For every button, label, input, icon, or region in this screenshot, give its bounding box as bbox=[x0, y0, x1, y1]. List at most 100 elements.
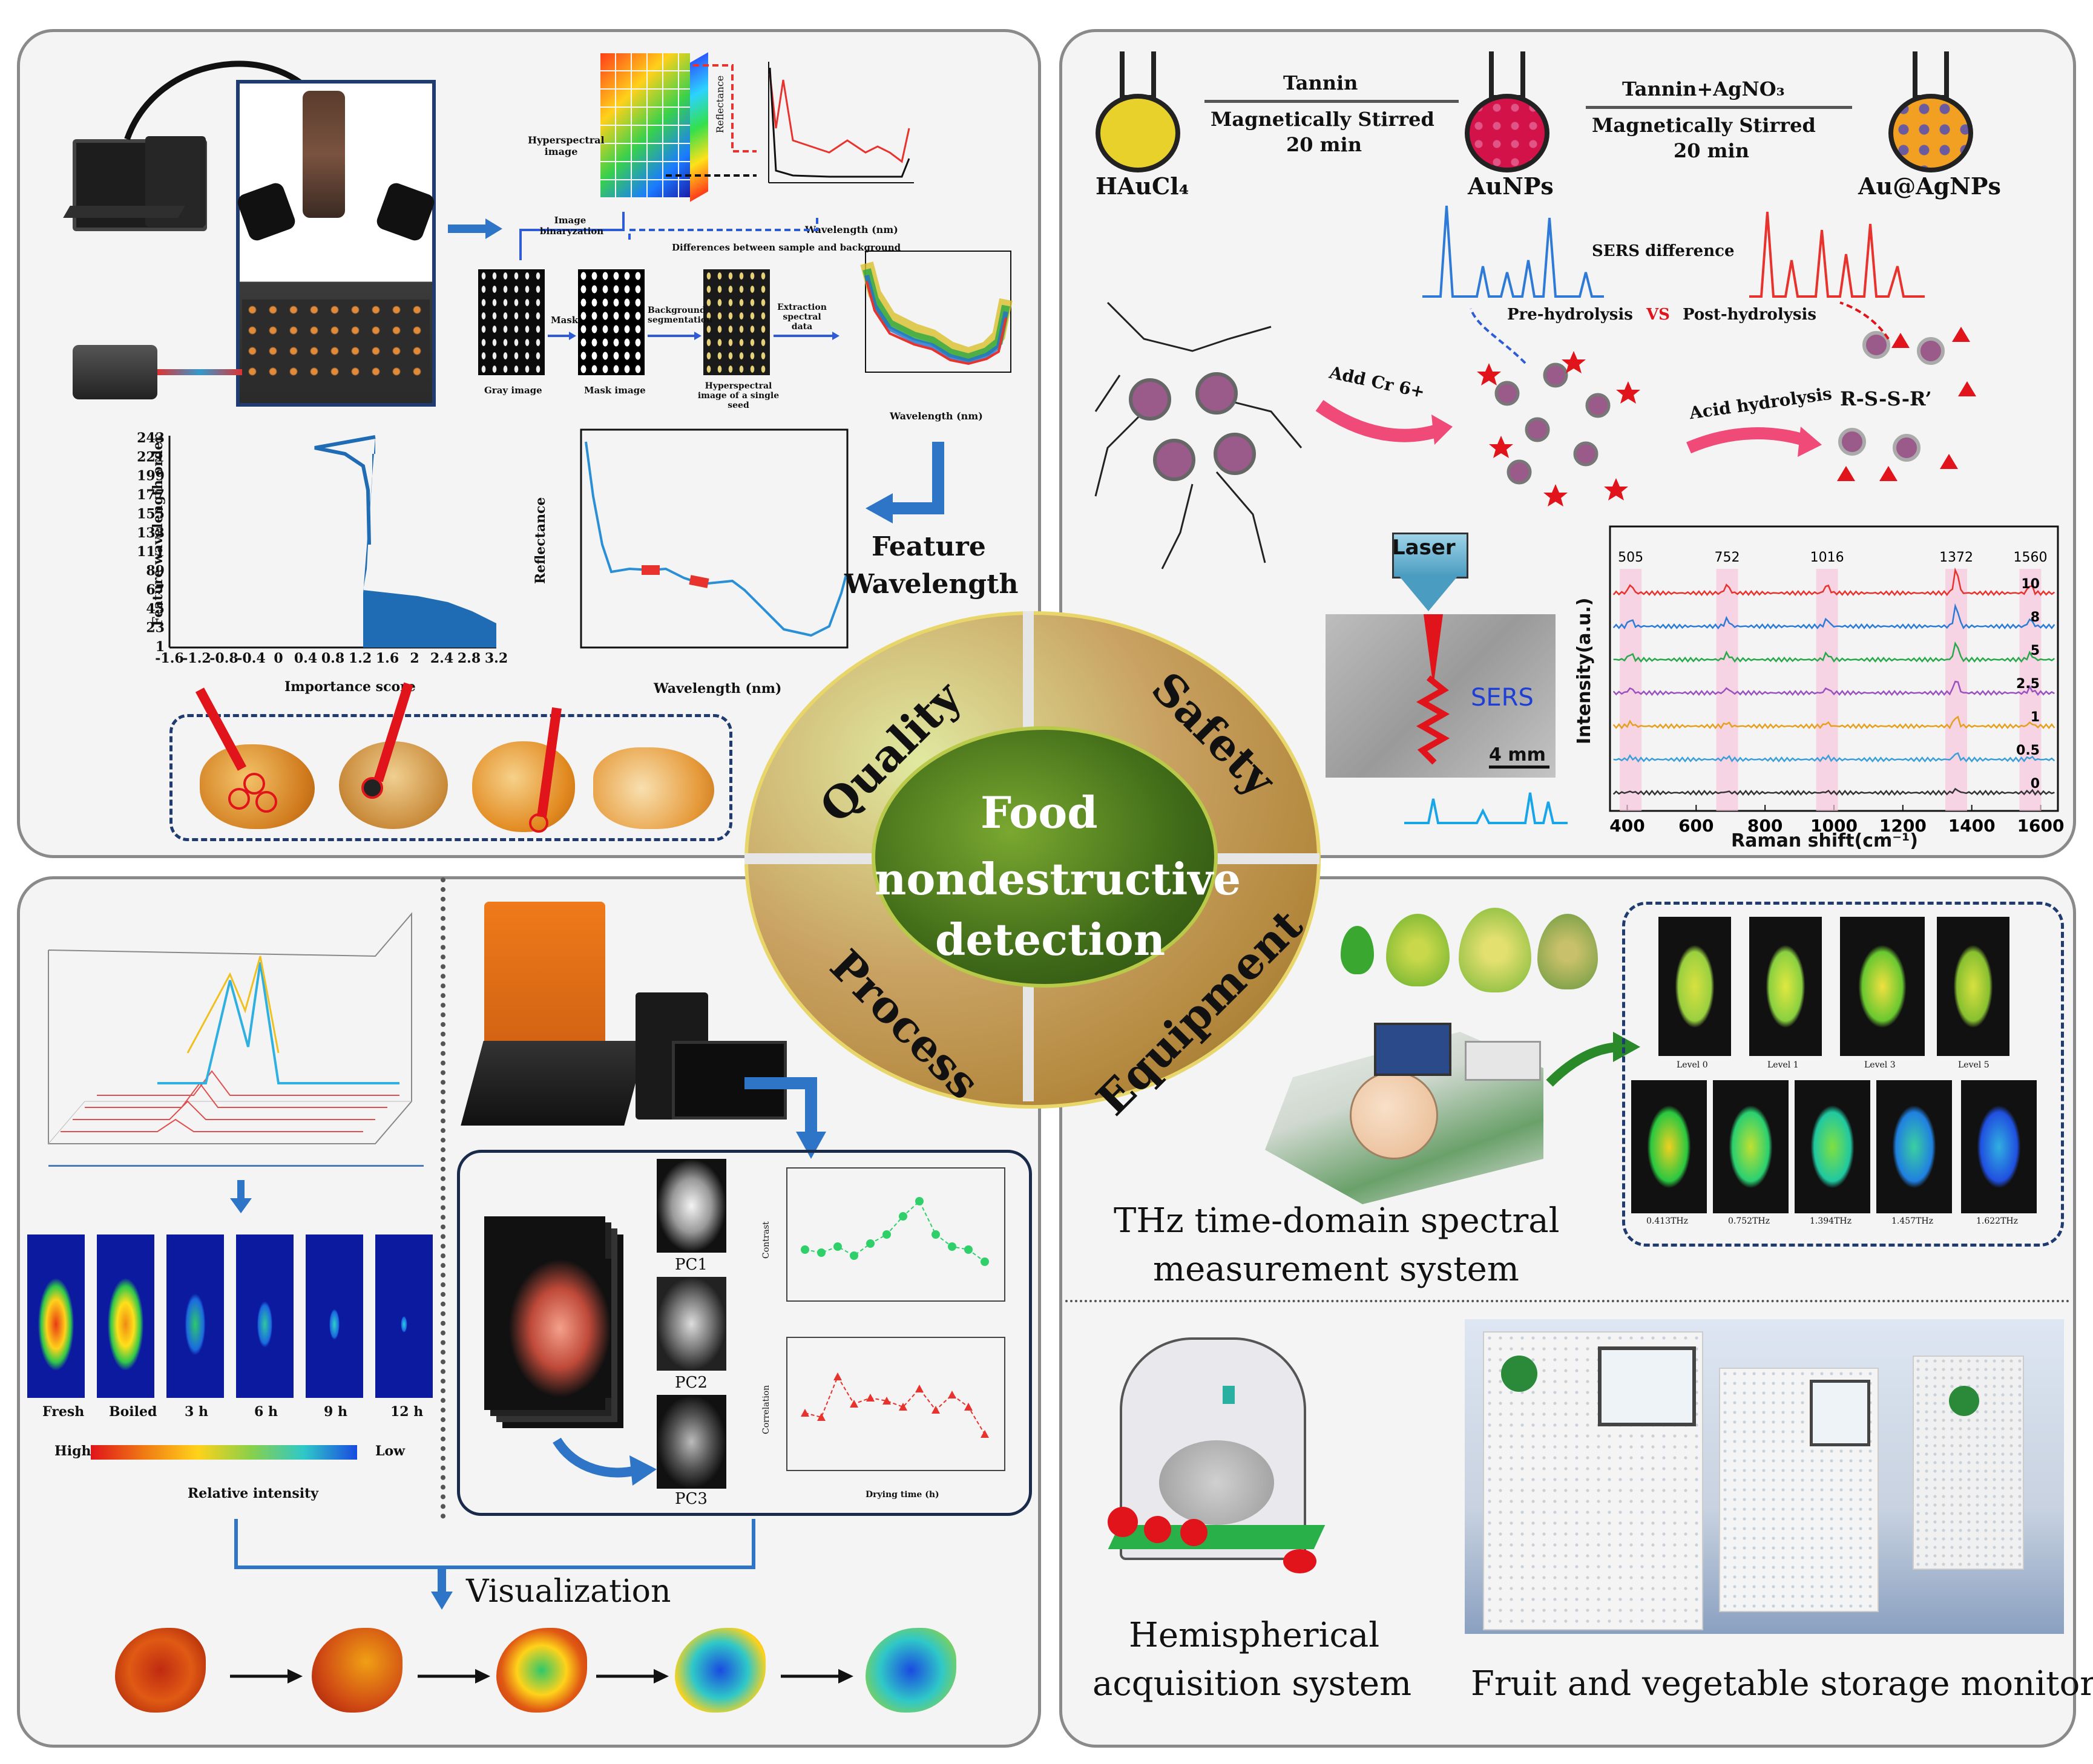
feature-label-line2: Wavelength bbox=[844, 569, 1019, 600]
hemispherical-system-image bbox=[1102, 1325, 1338, 1579]
nanoparticle-cluster bbox=[1094, 301, 1303, 569]
raman-level-label: 2.5 bbox=[2016, 677, 2040, 692]
raman-x-tick: 600 bbox=[1678, 816, 1714, 836]
laser-cone bbox=[1398, 575, 1459, 611]
raman-peak-band bbox=[1716, 569, 1738, 811]
thz-freq-leaf-3 bbox=[1795, 1080, 1870, 1213]
thz-caption-line2: measurement system bbox=[1153, 1250, 1519, 1289]
mini-chart-xlabel: Wavelength (nm) bbox=[805, 224, 898, 235]
contrast-chart bbox=[786, 1167, 1005, 1302]
raman-series-line bbox=[1612, 715, 2055, 730]
shrimp-image bbox=[508, 1259, 611, 1398]
sers-spectra-post bbox=[1749, 211, 1925, 298]
hyperspectral-cube bbox=[599, 53, 690, 198]
importance-x-tick: -1.6 bbox=[155, 651, 183, 666]
importance-x-tick: 2.8 bbox=[458, 651, 481, 666]
mri-6h-label: 6 h bbox=[254, 1404, 278, 1420]
single-seed-image bbox=[703, 269, 770, 375]
raman-xlabel: Raman shift(cm⁻¹) bbox=[1731, 830, 1918, 851]
step2-top-label: Tannin+AgNO₃ bbox=[1622, 77, 1785, 100]
correlation-chart bbox=[786, 1337, 1005, 1471]
level3-leaf bbox=[1840, 917, 1925, 1056]
storage-monitor-1-logo bbox=[1501, 1356, 1537, 1392]
raman-series-line bbox=[1612, 680, 2055, 697]
monitor-caption: Fruit and vegetable storage monitor bbox=[1471, 1664, 2093, 1703]
cr-bound-cluster bbox=[1477, 351, 1640, 507]
thz-freq-leaf-1 bbox=[1631, 1080, 1707, 1213]
seed-tray bbox=[242, 300, 430, 384]
thz-computer-icon bbox=[1374, 1023, 1451, 1076]
pc2-image bbox=[657, 1277, 726, 1371]
thz-device-icon bbox=[1465, 1041, 1541, 1081]
flask-aunps-label: AuNPs bbox=[1468, 172, 1554, 200]
visualization-label: Visualization bbox=[466, 1573, 671, 1610]
thz-freq-leaf-2 bbox=[1713, 1080, 1789, 1213]
importance-y-tick: 45 bbox=[146, 601, 165, 617]
raman-peak-label: 752 bbox=[1715, 550, 1740, 565]
differences-label: Differences between sample and backgroun… bbox=[672, 242, 901, 253]
mri-9h bbox=[306, 1234, 363, 1398]
step2-bottom-line2: 20 min bbox=[1674, 139, 1749, 162]
level0-label: Level 0 bbox=[1677, 1060, 1708, 1070]
center-title-line3: detection bbox=[935, 914, 1166, 965]
raman-peak-label: 1560 bbox=[2013, 550, 2047, 565]
sers-spectra-pre bbox=[1422, 205, 1604, 298]
thz-freq-4: 1.457THz bbox=[1891, 1216, 1934, 1226]
pc3-image bbox=[657, 1395, 726, 1489]
raman-peak-label: 505 bbox=[1618, 550, 1643, 565]
importance-x-tick: 2 bbox=[410, 651, 419, 666]
mri-12h-label: 12 h bbox=[390, 1404, 424, 1420]
importance-x-tick: 1.2 bbox=[349, 651, 372, 666]
step1-bottom-line1: Magnetically Stirred bbox=[1211, 108, 1434, 131]
importance-score-chart: 243221199177155133111896745231-1.6-1.2-0… bbox=[137, 430, 508, 666]
high-label: High bbox=[54, 1443, 91, 1459]
raman-peak-band bbox=[1620, 569, 1642, 811]
drying-time-label: Drying time (h) bbox=[866, 1490, 939, 1500]
raman-x-tick: 1000 bbox=[1810, 816, 1858, 836]
single-seed-label: Hyperspectral image of a single seed bbox=[697, 381, 780, 410]
hyperspectral-image-label: Hyperspectral image bbox=[528, 134, 605, 157]
raman-peak-label: 1016 bbox=[1810, 550, 1844, 565]
sers-difference-label: SERS difference bbox=[1592, 242, 1735, 260]
mini-reflectance-chart bbox=[768, 62, 914, 183]
importance-y-tick: 133 bbox=[137, 525, 165, 541]
importance-y-tick: 23 bbox=[146, 620, 165, 636]
thz-freq-2: 0.752THz bbox=[1728, 1216, 1770, 1226]
process-vertical-divider bbox=[441, 877, 445, 1519]
post-hydrolysis-label: Post-hydrolysis bbox=[1683, 306, 1816, 324]
low-label: Low bbox=[375, 1443, 406, 1459]
importance-xlabel: Importance score bbox=[284, 679, 416, 695]
level1-leaf bbox=[1749, 917, 1822, 1056]
raman-peak-band bbox=[2019, 569, 2042, 811]
thz-freq-1: 0.413THz bbox=[1646, 1216, 1689, 1226]
flask-aunps-icon bbox=[1459, 51, 1556, 179]
mri-boiled-label: Boiled bbox=[109, 1404, 157, 1420]
raman-level-label: 5 bbox=[2031, 643, 2040, 658]
leaf-4 bbox=[1537, 914, 1598, 989]
camera-icon bbox=[303, 91, 345, 218]
importance-x-tick: 1.6 bbox=[376, 651, 399, 666]
raman-series-line bbox=[1612, 787, 2055, 796]
flask-auagnps-label: Au@AgNPs bbox=[1858, 172, 2001, 200]
hemi-caption-line1: Hemispherical bbox=[1129, 1616, 1380, 1655]
mri-6h bbox=[236, 1234, 294, 1398]
thz-caption-line1: THz time-domain spectral bbox=[1114, 1201, 1560, 1241]
importance-x-tick: 0.8 bbox=[321, 651, 344, 666]
importance-y-tick: 221 bbox=[137, 449, 165, 465]
thz-chamber bbox=[1350, 1071, 1438, 1159]
flask-haucl4-icon bbox=[1089, 51, 1186, 179]
mri-boiled bbox=[97, 1234, 154, 1398]
raman-series-line bbox=[1613, 641, 2055, 663]
image-binaryzation-label: Image binaryzation bbox=[540, 215, 604, 237]
pc2-label: PC2 bbox=[675, 1374, 708, 1392]
level5-leaf bbox=[1937, 917, 2009, 1056]
center-title-line2: nondestructive bbox=[875, 853, 1241, 905]
step1-top-label: Tannin bbox=[1283, 71, 1358, 94]
gray-image bbox=[478, 269, 545, 375]
gray-image-label: Gray image bbox=[484, 385, 542, 396]
reflect-xlabel: Wavelength (nm) bbox=[654, 681, 782, 697]
